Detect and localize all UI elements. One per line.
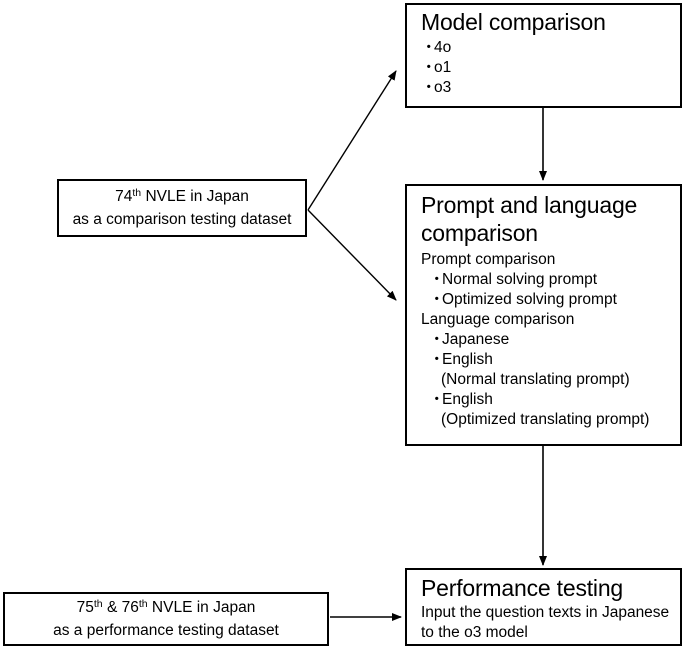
language-comparison-item-0: ・Japanese xyxy=(421,330,680,350)
model-comparison-item-2-label: o3 xyxy=(434,79,452,96)
edge-comparison-dataset-to-model-comparison xyxy=(307,70,397,211)
prompt-comparison-item-1-label: Optimized solving prompt xyxy=(442,291,617,308)
prompt-comparison-item-0: ・Normal solving prompt xyxy=(421,270,680,290)
model-comparison-item-0: ・4o xyxy=(421,38,680,58)
bullet-dot-icon: ・ xyxy=(429,271,445,288)
bullet-dot-icon: ・ xyxy=(429,291,445,308)
language-comparison-item-1-sub: (Normal translating prompt) xyxy=(441,371,630,388)
comparison-dataset-ordinal-suffix: th xyxy=(132,186,142,199)
prompt-comparison-section-label: Prompt comparison xyxy=(421,251,556,268)
comparison-dataset-line1-rest: NVLE in Japan xyxy=(141,187,249,205)
language-comparison-item-2: ・English xyxy=(421,390,680,410)
model-comparison-item-1-label: o1 xyxy=(434,59,452,76)
model-comparison-heading: Model comparison xyxy=(421,9,606,35)
model-comparison-item-1: ・o1 xyxy=(421,58,680,78)
performance-dataset-ordinal-suffix-2: th xyxy=(138,597,148,610)
prompt-language-heading: Prompt and language comparison xyxy=(421,192,638,246)
performance-dataset-line1: 75th & 76th NVLE in Japan xyxy=(77,597,256,620)
performance-testing-line2: to the o3 model xyxy=(421,624,528,641)
node-model-comparison[interactable]: Model comparison ・4o ・o1 ・o3 xyxy=(405,3,682,108)
language-comparison-item-1: ・English xyxy=(421,350,680,370)
performance-dataset-line2: as a performance testing dataset xyxy=(53,621,279,639)
prompt-comparison-item-1: ・Optimized solving prompt xyxy=(421,290,680,310)
node-comparison-dataset[interactable]: 74th NVLE in Japan as a comparison testi… xyxy=(57,179,307,237)
prompt-comparison-item-0-label: Normal solving prompt xyxy=(442,271,598,288)
performance-testing-line1: Input the question texts in Japanese xyxy=(421,604,670,621)
bullet-dot-icon: ・ xyxy=(421,39,437,56)
model-comparison-item-0-label: 4o xyxy=(434,39,452,56)
bullet-dot-icon: ・ xyxy=(421,79,437,96)
node-performance-dataset[interactable]: 75th & 76th NVLE in Japan as a performan… xyxy=(3,592,329,646)
bullet-dot-icon: ・ xyxy=(429,331,445,348)
performance-dataset-number-1: 75 xyxy=(76,598,94,616)
language-comparison-item-2-sub: (Optimized translating prompt) xyxy=(441,411,650,428)
language-comparison-item-0-label: Japanese xyxy=(442,331,510,348)
bullet-dot-icon: ・ xyxy=(429,391,445,408)
bullet-dot-icon: ・ xyxy=(421,59,437,76)
language-comparison-item-2-label: English xyxy=(442,391,493,408)
language-comparison-item-1-label: English xyxy=(442,351,493,368)
performance-testing-heading: Performance testing xyxy=(421,575,624,601)
comparison-dataset-number: 74 xyxy=(115,187,133,205)
comparison-dataset-line2: as a comparison testing dataset xyxy=(72,210,292,228)
performance-dataset-conjunction: & 76 xyxy=(102,598,139,616)
comparison-dataset-line1: 74th NVLE in Japan xyxy=(115,186,249,209)
model-comparison-item-2: ・o3 xyxy=(421,78,680,98)
language-comparison-section-label: Language comparison xyxy=(421,311,575,328)
edge-comparison-dataset-to-prompt-language xyxy=(307,209,397,301)
performance-dataset-ordinal-suffix-1: th xyxy=(93,597,103,610)
node-performance-testing[interactable]: Performance testing Input the question t… xyxy=(405,568,682,646)
node-prompt-language-comparison[interactable]: Prompt and language comparison Prompt co… xyxy=(405,184,682,446)
performance-dataset-line1-rest: NVLE in Japan xyxy=(147,598,256,616)
bullet-dot-icon: ・ xyxy=(429,351,445,368)
